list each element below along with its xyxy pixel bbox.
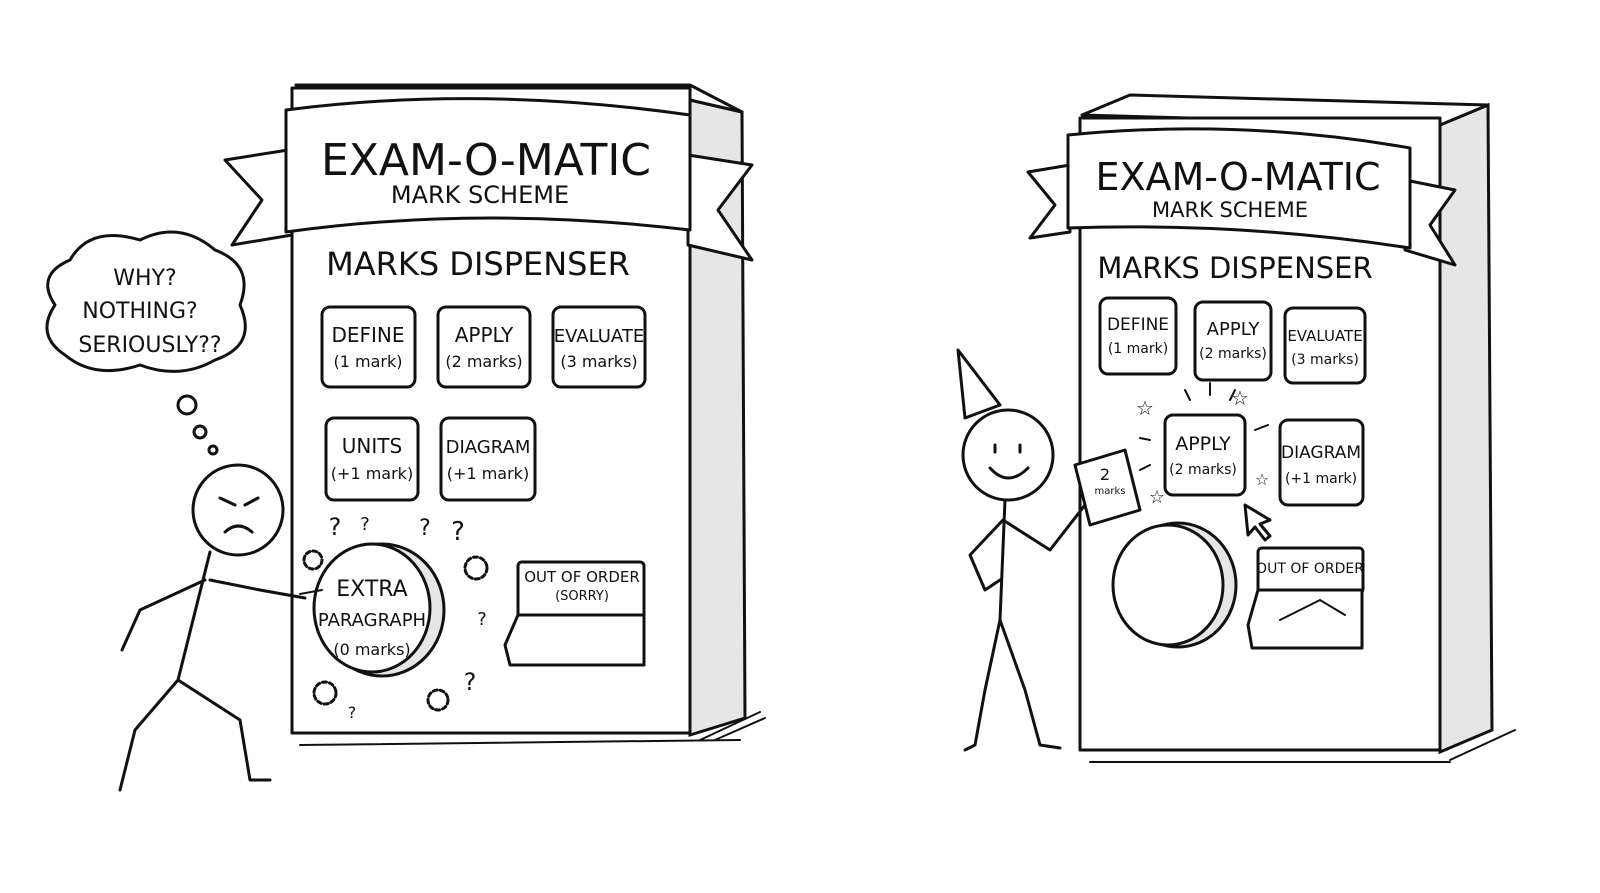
svg-text:?: ?	[464, 668, 477, 696]
svg-text:(2 marks): (2 marks)	[1169, 462, 1237, 478]
right-big-round-button[interactable]	[1111, 521, 1238, 649]
thought-line-1: WHY?	[113, 266, 176, 291]
svg-text:?: ?	[329, 513, 342, 541]
svg-text:?: ?	[477, 609, 487, 630]
cursor-arrow-icon	[1243, 503, 1272, 542]
svg-text:UNITS: UNITS	[342, 434, 402, 458]
angry-stick-figure	[118, 463, 323, 792]
svg-text:☆: ☆	[1136, 396, 1154, 420]
thought-line-3: SERIOUSLY??	[78, 333, 221, 358]
sparkle-star-icons: ☆ ☆ ☆ ☆	[1136, 382, 1269, 508]
left-button-diagram[interactable]: DIAGRAM (+1 mark)	[439, 416, 537, 502]
svg-text:(2 marks): (2 marks)	[445, 352, 522, 371]
svg-text:(2 marks): (2 marks)	[1199, 346, 1267, 362]
svg-text:PARAGRAPH: PARAGRAPH	[318, 610, 426, 631]
right-button-evaluate[interactable]: EVALUATE (3 marks)	[1283, 306, 1367, 385]
right-heading: MARKS DISPENSER	[1097, 251, 1372, 285]
svg-text:(3 marks): (3 marks)	[560, 352, 637, 371]
left-gear-icons	[302, 549, 489, 712]
happy-stick-figure: 2 marks	[956, 348, 1142, 752]
svg-text:?: ?	[419, 516, 431, 541]
svg-text:2: 2	[1100, 465, 1110, 484]
left-button-define[interactable]: DEFINE (1 mark)	[320, 305, 417, 389]
left-question-marks: ? ? ? ? ? ? ?	[329, 513, 487, 722]
svg-text:DIAGRAM: DIAGRAM	[446, 437, 531, 458]
left-banner-title: EXAM-O-MATIC	[321, 135, 651, 186]
svg-text:EVALUATE: EVALUATE	[554, 326, 644, 347]
svg-text:DEFINE: DEFINE	[331, 323, 404, 347]
left-heading: MARKS DISPENSER	[326, 245, 630, 283]
left-machine-shadow	[299, 711, 766, 746]
svg-text:?: ?	[360, 514, 370, 535]
party-hat-icon	[956, 348, 1002, 420]
svg-text:?: ?	[348, 703, 357, 722]
svg-text:(1 mark): (1 mark)	[1108, 341, 1168, 357]
svg-text:OUT OF ORDER: OUT OF ORDER	[1256, 561, 1364, 577]
left-extra-paragraph-button[interactable]: EXTRA PARAGRAPH (0 marks)	[312, 542, 446, 678]
svg-text:APPLY: APPLY	[1175, 433, 1231, 455]
left-banner-subtitle: MARK SCHEME	[391, 181, 569, 209]
svg-text:☆: ☆	[1149, 487, 1165, 508]
svg-text:DEFINE: DEFINE	[1107, 315, 1169, 335]
svg-text:(+1 mark): (+1 mark)	[331, 464, 413, 483]
svg-text:OUT OF ORDER: OUT OF ORDER	[524, 568, 640, 586]
svg-text:(0 marks): (0 marks)	[333, 640, 410, 659]
svg-text:EXTRA: EXTRA	[336, 577, 407, 602]
right-machine-shadow	[1089, 729, 1516, 763]
svg-text:DIAGRAM: DIAGRAM	[1281, 443, 1361, 463]
svg-text:marks: marks	[1095, 486, 1126, 497]
right-button-apply-pressed[interactable]: APPLY (2 marks)	[1163, 413, 1247, 497]
left-button-evaluate[interactable]: EVALUATE (3 marks)	[551, 305, 647, 389]
svg-text:APPLY: APPLY	[455, 323, 514, 347]
svg-text:(1 mark): (1 mark)	[334, 352, 403, 371]
svg-text:(3 marks): (3 marks)	[1291, 352, 1359, 368]
thought-bubble: WHY? NOTHING? SERIOUSLY??	[45, 230, 247, 456]
marks-packet: 2 marks	[1073, 448, 1142, 527]
svg-text:?: ?	[451, 517, 465, 547]
right-vending-machine: EXAM-O-MATIC MARK SCHEME MARKS DISPENSER…	[1026, 93, 1516, 763]
svg-text:☆: ☆	[1255, 470, 1269, 489]
thought-line-2: NOTHING?	[82, 299, 197, 324]
svg-text:(SORRY): (SORRY)	[555, 589, 609, 604]
left-out-of-order-tray: OUT OF ORDER (SORRY)	[503, 560, 646, 667]
right-button-diagram[interactable]: DIAGRAM (+1 mark)	[1278, 418, 1365, 507]
svg-text:EVALUATE: EVALUATE	[1287, 327, 1362, 345]
svg-text:(+1 mark): (+1 mark)	[1285, 471, 1357, 487]
right-out-of-order-tray: OUT OF ORDER	[1246, 546, 1365, 650]
right-button-apply[interactable]: APPLY (2 marks)	[1193, 300, 1273, 382]
left-button-apply[interactable]: APPLY (2 marks)	[436, 305, 532, 389]
left-banner: EXAM-O-MATIC MARK SCHEME	[223, 97, 754, 262]
left-vending-machine: EXAM-O-MATIC MARK SCHEME MARKS DISPENSER…	[223, 83, 766, 746]
left-button-units[interactable]: UNITS (+1 mark)	[324, 416, 420, 502]
right-banner: EXAM-O-MATIC MARK SCHEME	[1026, 127, 1457, 267]
svg-text:APPLY: APPLY	[1207, 319, 1261, 340]
right-banner-subtitle: MARK SCHEME	[1152, 198, 1308, 222]
right-button-define[interactable]: DEFINE (1 mark)	[1098, 296, 1178, 376]
right-banner-title: EXAM-O-MATIC	[1095, 155, 1380, 199]
svg-text:(+1 mark): (+1 mark)	[447, 464, 529, 483]
svg-text:☆: ☆	[1231, 386, 1249, 410]
